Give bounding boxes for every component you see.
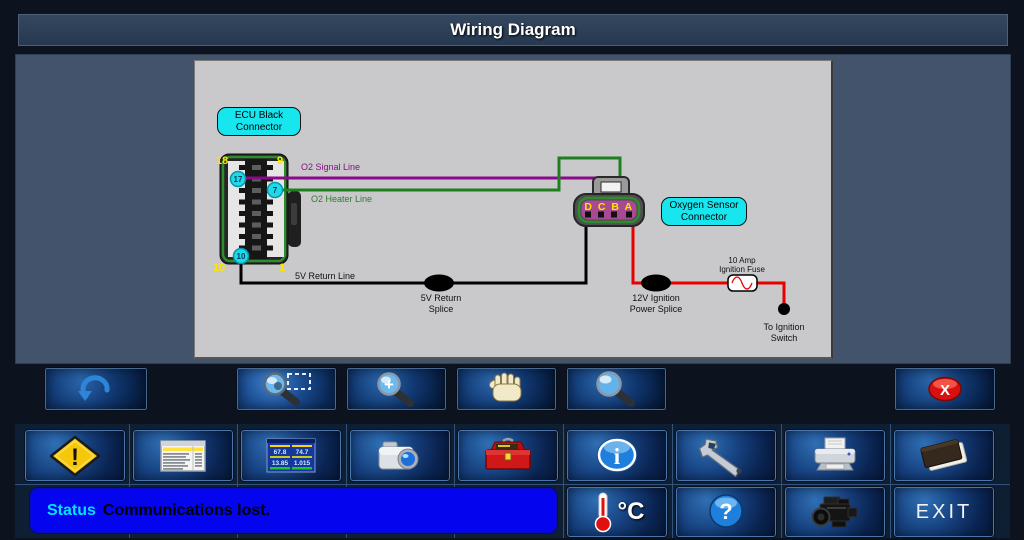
warnings-button[interactable]: !	[24, 429, 126, 482]
undo-arrow-icon	[78, 375, 110, 401]
fuse-label-2: Ignition Fuse	[719, 265, 765, 274]
live-data-icon: 67.8 74.7 13.85 1.015	[266, 438, 316, 472]
magnifier-plus-icon: +	[376, 372, 414, 407]
status-message: Communications lost.	[102, 501, 271, 519]
engine-icon	[811, 496, 858, 528]
toolbox-icon	[485, 437, 531, 470]
signal-line-label: O2 Signal Line	[301, 162, 360, 172]
sensor-pin-letters: D C B A	[584, 201, 633, 213]
ignition-switch-label-1: To Ignition	[763, 322, 804, 332]
heater-line-label: O2 Heater Line	[311, 194, 372, 204]
temperature-unit-button[interactable]: °C	[566, 486, 668, 538]
status-label: Status	[47, 501, 96, 519]
warning-diamond-icon: !	[49, 435, 101, 476]
bottom-button-panel: !	[15, 424, 1010, 538]
back-button[interactable]	[44, 367, 148, 411]
help-button[interactable]: ?	[675, 486, 777, 538]
zoom-out-button[interactable]	[566, 367, 667, 411]
oxygen-sensor-connector	[573, 176, 645, 227]
manual-button[interactable]	[893, 429, 995, 482]
data-list-button[interactable]	[132, 429, 234, 482]
print-button[interactable]	[784, 429, 886, 482]
zoom-in-button[interactable]: +	[346, 367, 447, 411]
wiring-diagram: 18 9 10 1	[213, 153, 805, 343]
title-bar: Wiring Diagram	[18, 14, 1008, 46]
o2-heater-wire	[280, 156, 622, 192]
wrench-icon	[699, 437, 742, 477]
page-title: Wiring Diagram	[450, 20, 576, 39]
svg-text:74.7: 74.7	[296, 449, 309, 456]
engine-button[interactable]	[784, 486, 886, 538]
status-bar: Status Communications lost.	[30, 488, 557, 533]
ecu-pin-1: 1	[279, 262, 285, 274]
svg-text:1.015: 1.015	[294, 460, 311, 467]
svg-text:X: X	[940, 382, 950, 399]
live-data-button[interactable]: 67.8 74.7 13.85 1.015	[240, 429, 342, 482]
ecu-connector	[219, 153, 301, 265]
close-x-icon: X	[928, 376, 962, 402]
fuse-symbol	[727, 274, 758, 292]
book-icon	[920, 438, 968, 471]
camera-button[interactable]	[349, 429, 451, 482]
pin-17-marker: 17	[229, 170, 247, 188]
thermometer-icon	[594, 492, 611, 533]
info-button[interactable]: i	[566, 429, 668, 482]
svg-text:?: ?	[719, 499, 732, 524]
power-splice-label-1: 12V Ignition	[632, 293, 680, 303]
fuse-label-1: 10 Amp	[728, 256, 756, 265]
ecu-pin-9: 9	[277, 155, 283, 167]
return-splice-label-1: 5V Return	[421, 293, 462, 303]
svg-text:7: 7	[273, 186, 278, 195]
help-icon: ?	[709, 494, 743, 528]
ecu-pin-10: 10	[213, 262, 225, 274]
return-splice-node	[424, 274, 454, 292]
return-wire	[239, 224, 588, 285]
svg-text:!: !	[71, 444, 79, 471]
info-icon: i	[596, 437, 638, 472]
ignition-switch-node	[778, 303, 790, 315]
pan-button[interactable]	[456, 367, 557, 411]
camera-icon	[378, 441, 419, 469]
ignition-switch-label-2: Switch	[771, 333, 798, 343]
svg-text:17: 17	[234, 175, 243, 184]
close-button[interactable]: X	[894, 367, 996, 411]
return-line-label: 5V Return Line	[295, 271, 355, 281]
svg-text:67.8: 67.8	[274, 449, 287, 456]
exit-button-label: EXIT	[915, 500, 973, 523]
ecu-pin-18: 18	[216, 155, 228, 167]
svg-text:13.85: 13.85	[272, 460, 289, 467]
wiring-diagram-canvas: 18 9 10 1	[194, 60, 833, 359]
return-splice-label-2: Splice	[429, 304, 454, 314]
power-splice-node	[641, 274, 671, 292]
svg-text:i: i	[614, 444, 621, 469]
power-wire	[631, 224, 786, 304]
power-splice-label-2: Power Splice	[630, 304, 683, 314]
zoom-select-button[interactable]	[236, 367, 337, 411]
o2-signal-wire	[243, 176, 608, 188]
hand-icon	[488, 372, 521, 402]
toolbox-button[interactable]	[457, 429, 559, 482]
pin-10-marker: 10	[232, 247, 250, 265]
pin-7-marker: 7	[266, 181, 284, 199]
printer-icon	[814, 437, 856, 470]
svg-text:+: +	[384, 375, 394, 394]
magnifier-select-icon	[262, 372, 311, 406]
svg-text:10: 10	[237, 252, 246, 261]
tools-button[interactable]	[675, 429, 777, 482]
exit-button[interactable]: EXIT	[893, 486, 995, 538]
temperature-unit-label: °C	[617, 498, 645, 525]
magnifier-icon	[595, 371, 635, 407]
data-list-icon	[160, 439, 206, 472]
